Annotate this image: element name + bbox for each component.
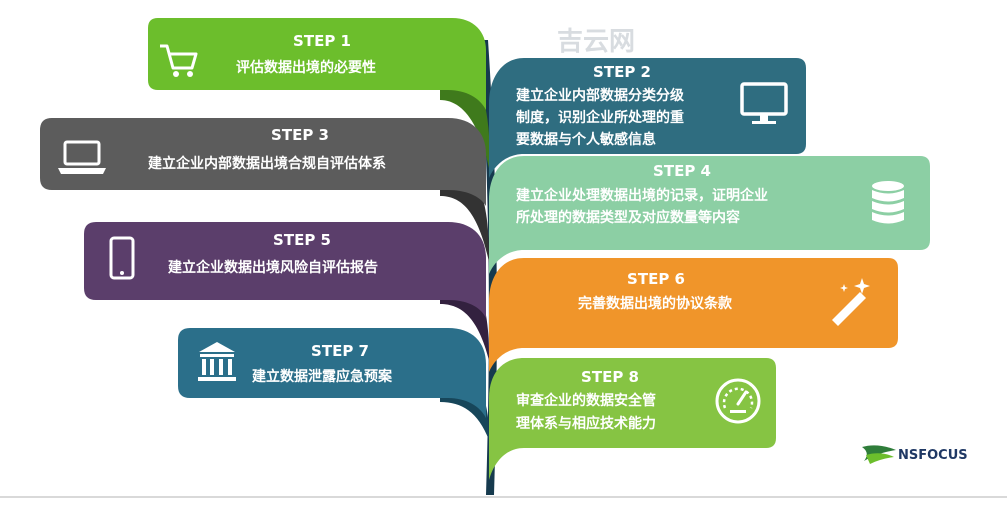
- step-3-desc-line-1: 建立企业内部数据出境合规自评估体系: [148, 155, 386, 172]
- laptop-icon: [58, 140, 106, 174]
- step-5-banner: [84, 222, 486, 318]
- step-3-title: STEP 3: [271, 126, 329, 144]
- step-6-title: STEP 6: [627, 270, 685, 288]
- step-2-title: STEP 2: [593, 63, 651, 81]
- nsfocus-logo: NSFOCUS: [862, 445, 968, 464]
- step-5: STEP 5 建立企业数据出境风险自评估报告: [84, 222, 490, 360]
- step-4-title: STEP 4: [653, 162, 711, 180]
- step-6-desc-line-1: 完善数据出境的协议条款: [578, 295, 733, 312]
- step-4-desc-line-1: 建立企业处理数据出境的记录，证明企业: [516, 187, 768, 204]
- step-5-desc-line-1: 建立企业数据出境风险自评估报告: [168, 259, 378, 276]
- step-1-desc-line-1: 评估数据出境的必要性: [236, 59, 376, 76]
- watermark: 吉云网: [557, 27, 635, 57]
- cart-icon: [160, 44, 198, 77]
- phone-icon: [109, 236, 135, 280]
- step-8: STEP 8 审查企业的数据安全管 理体系与相应技术能力: [489, 358, 776, 480]
- step-8-banner: [489, 358, 776, 480]
- step-8-desc-line-2: 理体系与相应技术能力: [516, 415, 656, 432]
- step-3-banner: [40, 118, 486, 206]
- bank-icon: [198, 342, 236, 381]
- step-4-desc-line-2: 所处理的数据类型及对应数量等内容: [516, 209, 740, 226]
- step-4: STEP 4 建立企业处理数据出境的记录，证明企业 所处理的数据类型及对应数量等…: [489, 156, 930, 274]
- step-1: STEP 1 评估数据出境的必要性: [148, 18, 490, 168]
- step-8-desc-line-1: 审查企业的数据安全管: [516, 392, 656, 409]
- step-7-desc-line-1: 建立数据泄露应急预案: [252, 368, 393, 385]
- nsfocus-logo-mark-accent: [866, 453, 894, 464]
- step-7-title: STEP 7: [311, 342, 369, 360]
- database-icon: [872, 181, 904, 224]
- step-2: STEP 2 建立企业内部数据分类分级 制度，识别企业所处理的重 要数据与个人敏…: [489, 58, 806, 178]
- step-8-title: STEP 8: [581, 368, 639, 386]
- magic-wand-icon: [832, 278, 870, 326]
- step-7: STEP 7 建立数据泄露应急预案: [178, 328, 490, 440]
- step-6: STEP 6 完善数据出境的协议条款: [489, 258, 898, 372]
- nsfocus-logo-text: NSFOCUS: [898, 448, 968, 463]
- step-6-banner: [489, 258, 898, 372]
- step-2-desc-line-3: 要数据与个人敏感信息: [516, 131, 656, 148]
- step-2-banner: [489, 58, 806, 178]
- step-2-desc-line-2: 制度，识别企业所处理的重: [516, 109, 684, 126]
- step-1-title: STEP 1: [293, 32, 351, 50]
- step-5-title: STEP 5: [273, 231, 331, 249]
- step-4-banner: [489, 156, 930, 274]
- monitor-icon: [740, 82, 788, 124]
- bottom-rule: [0, 496, 1007, 498]
- step-3: STEP 3 建立企业内部数据出境合规自评估体系: [40, 118, 490, 262]
- step-2-desc-line-1: 建立企业内部数据分类分级: [516, 87, 685, 104]
- speedometer-icon: [715, 378, 761, 424]
- step-7-banner: [178, 328, 486, 418]
- step-1-banner: [148, 18, 486, 110]
